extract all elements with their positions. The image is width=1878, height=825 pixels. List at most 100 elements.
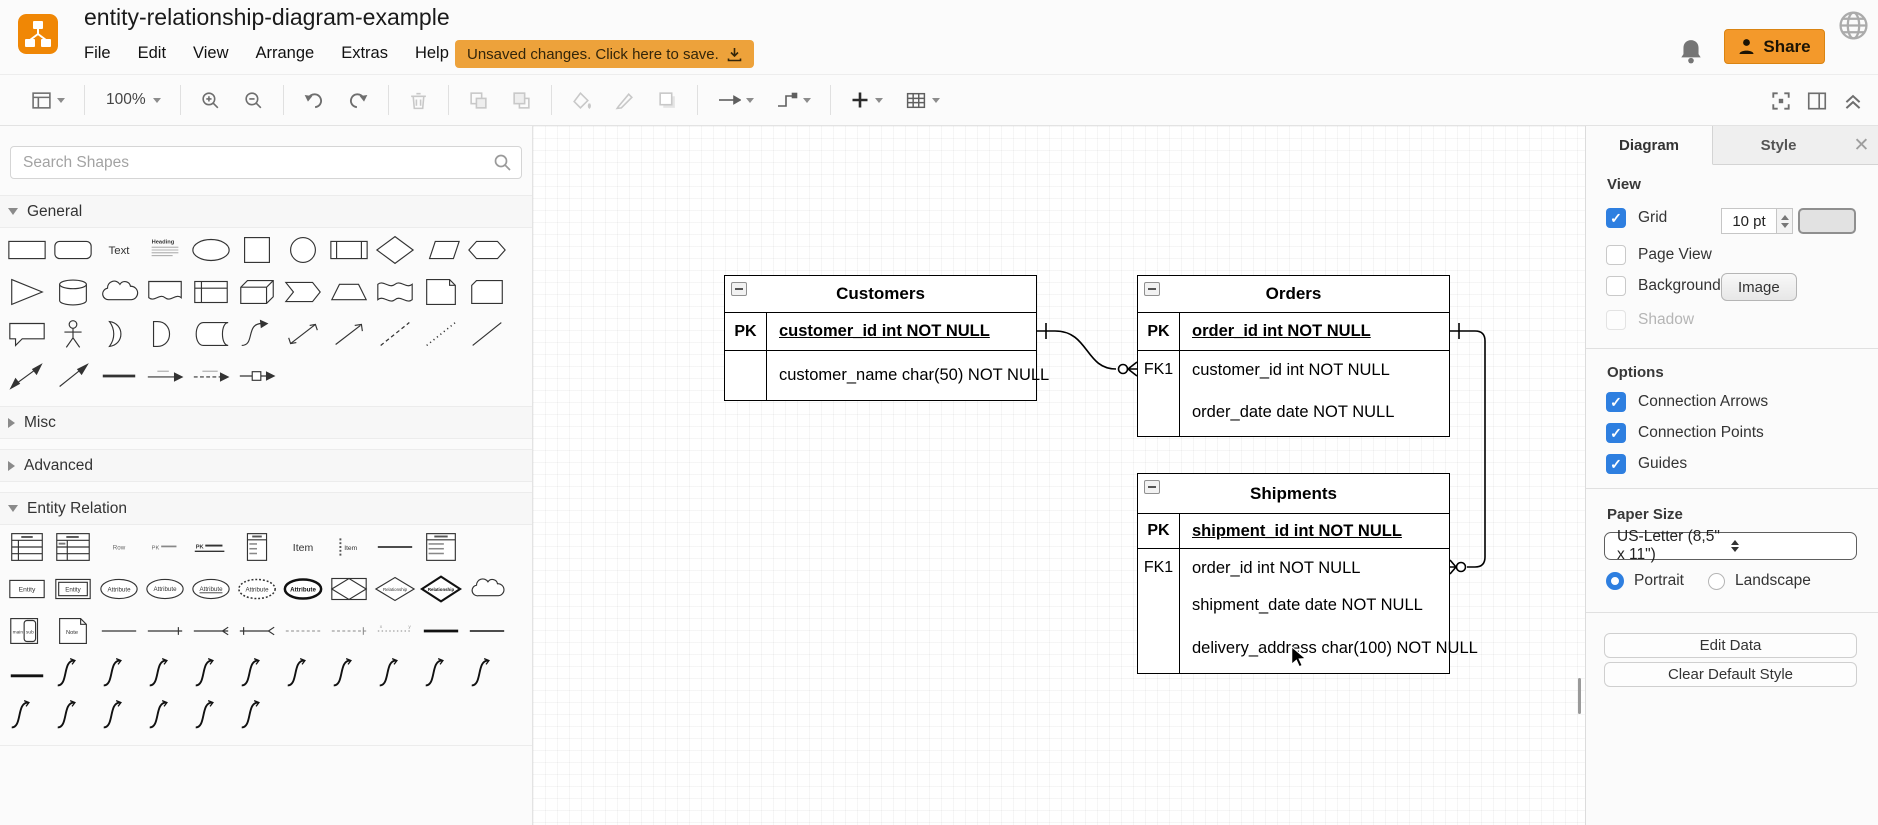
fill-color-button[interactable] <box>566 86 597 115</box>
menu-edit[interactable]: Edit <box>137 44 167 62</box>
palette-shape-er-line-one[interactable] <box>144 613 186 649</box>
grid-size-input[interactable] <box>1721 208 1777 234</box>
palette-shape-line[interactable] <box>466 316 508 352</box>
page-view-checkbox[interactable] <box>1606 245 1626 265</box>
palette-shape-er-edge-curve[interactable] <box>144 655 186 691</box>
entity-row[interactable]: customer_name char(50) NOT NULL <box>725 351 1049 400</box>
palette-shape-er-pk-row[interactable]: PK <box>144 529 186 565</box>
collapse-toolbar-button[interactable] <box>1842 90 1864 112</box>
tab-style[interactable]: Style <box>1713 126 1844 165</box>
palette-shape-er-item[interactable]: Item <box>282 529 324 565</box>
palette-shape-er-edge-curve[interactable] <box>282 655 324 691</box>
section-header-entity-relation[interactable]: Entity Relation <box>0 492 532 525</box>
palette-shape-labeled-dashed-arrow[interactable] <box>190 358 232 394</box>
palette-shape-square[interactable] <box>236 232 278 268</box>
collapse-icon[interactable] <box>731 282 747 296</box>
clear-default-style-button[interactable]: Clear Default Style <box>1604 662 1857 687</box>
palette-shape-er-edge-curve[interactable] <box>98 697 140 733</box>
palette-shape-rectangle[interactable] <box>6 232 48 268</box>
palette-shape-er-table-pkfk[interactable] <box>52 529 94 565</box>
view-panels-button[interactable] <box>26 86 70 115</box>
notifications-bell-icon[interactable] <box>1678 38 1704 66</box>
menu-arrange[interactable]: Arrange <box>255 44 315 62</box>
guides-checkbox[interactable]: ✓ <box>1606 454 1626 474</box>
palette-shape-er-edge-curve[interactable] <box>374 655 416 691</box>
palette-shape-textbox[interactable]: Heading <box>144 232 186 268</box>
format-panel-toggle-button[interactable] <box>1806 90 1828 112</box>
unsaved-changes-banner[interactable]: Unsaved changes. Click here to save. <box>455 40 754 68</box>
palette-shape-er-edge-curve[interactable] <box>98 655 140 691</box>
palette-shape-arrow[interactable] <box>328 316 370 352</box>
palette-shape-or[interactable] <box>98 316 140 352</box>
palette-shape-diamond[interactable] <box>374 232 416 268</box>
background-checkbox[interactable] <box>1606 276 1626 296</box>
palette-shape-er-relationship-entity[interactable] <box>328 571 370 607</box>
palette-shape-er-line-many[interactable] <box>190 613 232 649</box>
menu-extras[interactable]: Extras <box>341 44 388 62</box>
insert-button[interactable] <box>845 86 888 114</box>
palette-shape-circle[interactable] <box>282 232 324 268</box>
palette-shape-rounded-rectangle[interactable] <box>52 232 94 268</box>
section-header-advanced[interactable]: Advanced <box>0 449 532 482</box>
to-front-button[interactable] <box>463 86 494 115</box>
palette-shape-cloud[interactable] <box>98 274 140 310</box>
palette-shape-er-attribute-underlined[interactable]: Attribute <box>190 571 232 607</box>
redo-button[interactable] <box>342 85 374 115</box>
palette-shape-triangle[interactable] <box>6 274 48 310</box>
menu-file[interactable]: File <box>84 44 111 62</box>
palette-shape-er-relationship[interactable]: Relationship <box>374 571 416 607</box>
palette-shape-text[interactable]: Text <box>98 232 140 268</box>
palette-shape-er-edge-curve[interactable] <box>52 697 94 733</box>
palette-shape-data-storage[interactable] <box>190 316 232 352</box>
palette-shape-double-arrow[interactable] <box>282 316 324 352</box>
zoom-out-button[interactable] <box>238 86 269 115</box>
palette-shape-er-edge-curve[interactable] <box>466 655 508 691</box>
language-globe-icon[interactable] <box>1838 10 1869 41</box>
palette-shape-er-edge-curve[interactable] <box>6 697 48 733</box>
shadow-checkbox[interactable] <box>1606 310 1626 330</box>
palette-shape-callout[interactable] <box>6 316 48 352</box>
palette-shape-cube[interactable] <box>236 274 278 310</box>
palette-shape-arrow-with-waypoint[interactable] <box>236 358 278 394</box>
palette-shape-process[interactable] <box>328 232 370 268</box>
palette-shape-er-entity-double[interactable]: Entity <box>52 571 94 607</box>
palette-shape-er-edge-bold[interactable] <box>6 655 48 691</box>
palette-shape-and[interactable] <box>144 316 186 352</box>
palette-shape-er-edge-curve[interactable] <box>144 697 186 733</box>
palette-shape-er-edge-curve[interactable] <box>236 655 278 691</box>
palette-shape-er-list[interactable] <box>236 529 278 565</box>
palette-shape-er-line-dashed-one[interactable] <box>328 613 370 649</box>
palette-shape-er-cloud[interactable] <box>466 571 508 607</box>
line-color-button[interactable] <box>609 86 640 115</box>
palette-shape-er-item-dotted[interactable]: Item <box>328 529 370 565</box>
entity-row[interactable]: shipment_date date NOT NULL <box>1138 587 1449 624</box>
close-panel-icon[interactable]: ✕ <box>1844 126 1878 165</box>
menu-help[interactable]: Help <box>414 44 449 62</box>
canvas-vertical-scrollbar[interactable] <box>1578 678 1581 714</box>
connection-style-button[interactable] <box>712 86 759 114</box>
radio-portrait[interactable] <box>1606 572 1624 590</box>
document-title[interactable]: entity-relationship-diagram-example <box>84 4 450 30</box>
palette-shape-card[interactable] <box>466 274 508 310</box>
share-button[interactable]: Share <box>1724 29 1825 64</box>
search-shapes-input[interactable] <box>10 146 522 179</box>
palette-shape-er-note[interactable]: Note <box>52 613 94 649</box>
palette-shape-er-divider-line[interactable] <box>466 613 508 649</box>
palette-shape-er-line-bold[interactable] <box>420 613 462 649</box>
grid-size-stepper[interactable] <box>1777 208 1793 234</box>
palette-shape-step[interactable] <box>282 274 324 310</box>
palette-shape-er-edge-curve[interactable] <box>190 655 232 691</box>
palette-shape-link[interactable] <box>98 358 140 394</box>
palette-shape-er-line-one-many[interactable] <box>236 613 278 649</box>
palette-shape-er-entity[interactable]: Entity <box>6 571 48 607</box>
palette-shape-er-table[interactable] <box>6 529 48 565</box>
zoom-in-button[interactable] <box>195 86 226 115</box>
